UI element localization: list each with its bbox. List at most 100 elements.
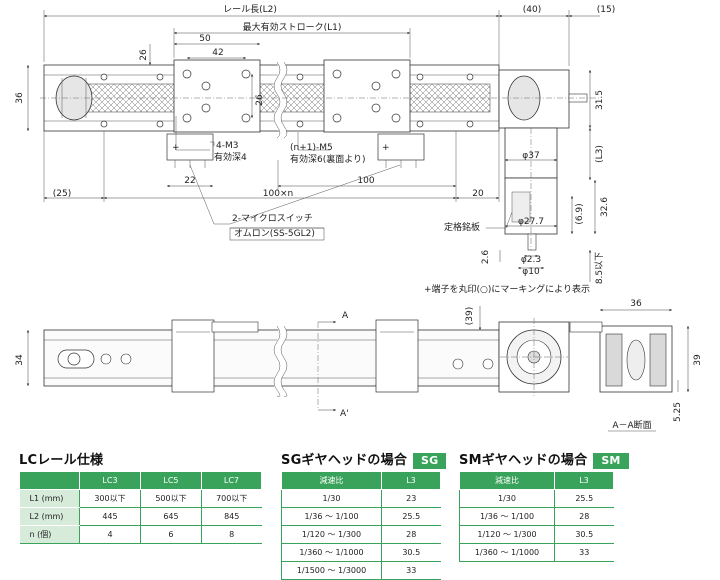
- table-row: n (個) 4 6 8: [19, 525, 262, 544]
- table-cell: 6: [139, 525, 202, 544]
- lc-header-lc7: LC7: [200, 471, 263, 490]
- table-row: 1/36 ～ 1/100 28: [459, 507, 614, 526]
- sg-header-l3: L3: [381, 471, 441, 490]
- sm-header-ratio: 減速比: [459, 471, 555, 490]
- top-dimensions: [26, 10, 600, 282]
- table-cell: 4: [79, 525, 141, 544]
- table-cell: 25.5: [381, 507, 441, 526]
- table-row: 1/30 23: [281, 489, 441, 508]
- lc-header-lc5: LC5: [139, 471, 202, 490]
- dim-8-5: 8.5以下: [595, 252, 605, 284]
- dim-34: 34: [15, 354, 25, 366]
- dim-6-9: (6.9): [575, 203, 585, 224]
- note-m5-depth: 有効深6(裏面より): [290, 153, 366, 165]
- table-cell: 1/36 ～ 1/100: [281, 507, 382, 526]
- sm-header-l3: L3: [554, 471, 614, 490]
- sm-table-title: SMギヤヘッドの場合 SM: [459, 449, 629, 469]
- lc-table-title: LCレール仕様: [19, 453, 104, 468]
- note-switch: 2-マイクロスイッチ: [232, 213, 313, 224]
- table-row: 1/120 ～ 1/300 30.5: [459, 525, 614, 544]
- dim-25: (25): [53, 189, 71, 199]
- table-cell: 445: [79, 507, 141, 526]
- table-row: 1/120 ～ 1/300 28: [281, 525, 441, 544]
- dim-36-right: 36: [630, 299, 642, 309]
- table-cell: 700以下: [200, 489, 262, 508]
- dim-42: 42: [212, 48, 223, 58]
- note-terminal: +端子を丸印(○)にマーキングにより表示: [424, 283, 590, 295]
- lc-header-lc3: LC3: [79, 471, 141, 490]
- sm-title-text: SMギヤヘッドの場合: [459, 453, 588, 468]
- note-nameplate: 定格銘板: [444, 221, 480, 233]
- lc-header-blank: [19, 471, 80, 490]
- dim-50: 50: [199, 34, 211, 44]
- dim-26-mid: 26: [255, 94, 265, 106]
- note-m3-depth: 有効深4: [214, 151, 247, 163]
- dim-39-small: (39): [465, 307, 475, 325]
- row-label: L2 (mm): [19, 507, 80, 526]
- side-labels: 34 (39) 36 39 5.25 A A' A－A断面 + +: [15, 143, 703, 432]
- dim-36-left: 36: [15, 92, 25, 104]
- table-row: L2 (mm) 445 645 845: [19, 507, 262, 526]
- table-cell: 645: [139, 507, 202, 526]
- sm-badge: SM: [593, 452, 629, 469]
- sg-table-title: SGギヤヘッドの場合 SG: [281, 449, 447, 469]
- sg-header-ratio: 減速比: [281, 471, 382, 490]
- dim-100: 100: [357, 176, 374, 186]
- plus-mark-1: +: [172, 143, 180, 153]
- table-cell: 25.5: [554, 489, 614, 508]
- note-switch-model: オムロン(SS-5GL2): [234, 228, 315, 239]
- table-cell: 30.5: [554, 525, 614, 544]
- table-row: 1/360 ～ 1/1000 30.5: [281, 543, 441, 562]
- technical-drawing: レール長(L2) (40) (15) 最大有効ストローク(L1) 50 42 2…: [15, 4, 703, 432]
- sg-title-text: SGギヤヘッドの場合: [281, 453, 408, 468]
- table-row: L1 (mm) 300以下 500以下 700以下: [19, 489, 262, 508]
- table-cell: 1/30: [459, 489, 555, 508]
- table-cell: 1/360 ～ 1/1000: [281, 543, 382, 562]
- dim-39: 39: [693, 354, 703, 366]
- note-m5: (n+1)-M5: [290, 143, 333, 153]
- dim-15: (15): [597, 5, 615, 15]
- dim-phi2-3: φ2.3: [521, 255, 541, 265]
- dim-max-stroke: 最大有効ストローク(L1): [243, 21, 342, 33]
- dim-100n: 100×n: [263, 189, 293, 199]
- table-cell: 33: [554, 543, 614, 562]
- sg-badge: SG: [413, 452, 447, 469]
- table-cell: 300以下: [79, 489, 141, 508]
- table-cell: 500以下: [139, 489, 202, 508]
- top-labels: レール長(L2) (40) (15) 最大有効ストローク(L1) 50 42 2…: [15, 4, 615, 295]
- table-row: 1/30 25.5: [459, 489, 614, 508]
- dim-phi27-7: φ27.7: [518, 217, 544, 227]
- note-m3: 4-M3: [216, 141, 238, 151]
- dim-2-6: 2.6: [481, 250, 491, 265]
- table-cell: 1/120 ～ 1/300: [459, 525, 555, 544]
- dim-5-25: 5.25: [673, 402, 683, 422]
- sm-spec-table: 減速比 L3 1/30 25.5 1/36 ～ 1/100 28 1/120 ～…: [459, 471, 614, 562]
- table-cell: 845: [200, 507, 262, 526]
- row-label: n (個): [19, 525, 80, 544]
- dim-31-5: 31.5: [595, 90, 605, 110]
- side-view: [26, 306, 690, 412]
- table-cell: 30.5: [381, 543, 441, 562]
- table-cell: 1/30: [281, 489, 382, 508]
- dim-phi37: φ37: [522, 151, 539, 161]
- plus-mark-2: +: [382, 143, 390, 153]
- dim-40: (40): [523, 5, 541, 15]
- dim-20: 20: [472, 189, 484, 199]
- top-view: [40, 59, 600, 251]
- dim-32-6: 32.6: [600, 197, 610, 217]
- table-cell: 8: [200, 525, 262, 544]
- table-row: 1/36 ～ 1/100 25.5: [281, 507, 441, 526]
- dim-phi10: φ10: [522, 267, 540, 277]
- table-row: 1/360 ～ 1/1000 33: [459, 543, 614, 562]
- section-a-bottom: A': [340, 409, 349, 419]
- lc-spec-table: LC3 LC5 LC7 L1 (mm) 300以下 500以下 700以下 L2…: [19, 471, 263, 544]
- table-cell: 1/120 ～ 1/300: [281, 525, 382, 544]
- sg-spec-table: 減速比 L3 1/30 23 1/36 ～ 1/100 25.5 1/120 ～…: [281, 471, 441, 580]
- table-cell: 28: [381, 525, 441, 544]
- row-label: L1 (mm): [19, 489, 80, 508]
- dim-22: 22: [184, 176, 195, 186]
- table-cell: 23: [381, 489, 441, 508]
- table-cell: 33: [381, 561, 441, 580]
- section-a-top: A: [342, 311, 349, 321]
- dim-L3: (L3): [595, 145, 605, 163]
